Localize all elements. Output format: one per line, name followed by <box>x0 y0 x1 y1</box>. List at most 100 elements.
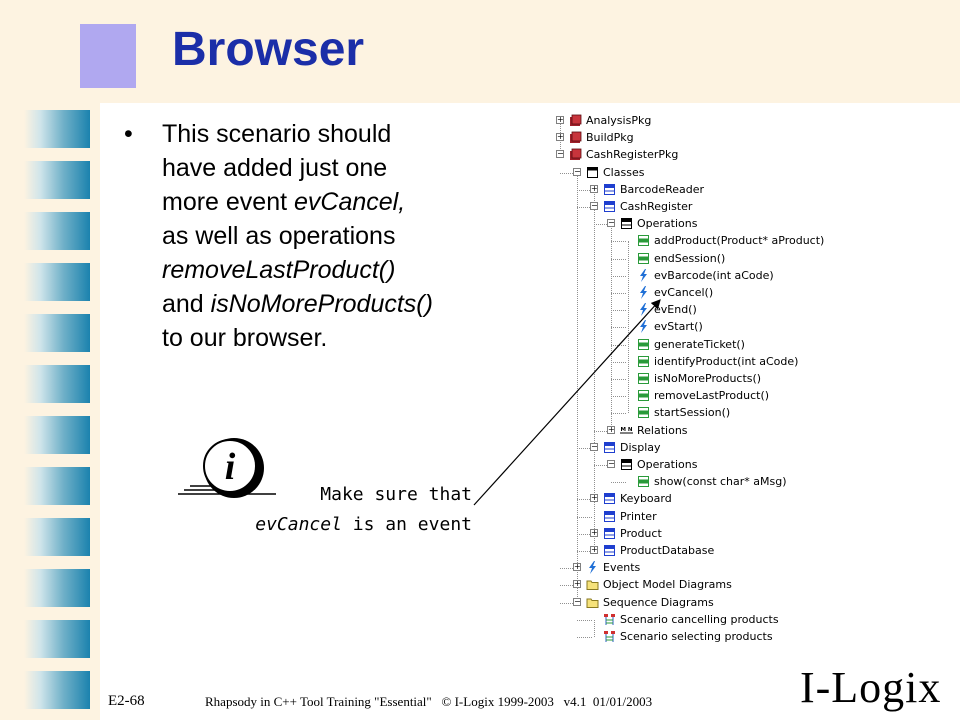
tree-row[interactable]: − CashRegister <box>550 198 860 215</box>
event-icon <box>637 267 650 284</box>
tree-item-label: evCancel() <box>654 286 714 299</box>
tree-row[interactable]: −Operations <box>550 456 860 473</box>
tree-row[interactable]: endSession() <box>550 250 860 267</box>
tree-connector <box>611 482 626 484</box>
svg-text:M N: M N <box>621 427 633 433</box>
collapse-icon[interactable]: − <box>556 149 564 159</box>
tree-row[interactable]: + AnalysisPkg <box>550 112 860 129</box>
tree-connector <box>560 568 575 570</box>
stripe-decor <box>24 620 90 658</box>
info-note: Make sure that evCancel is an event <box>222 480 472 540</box>
tree-item-label: Object Model Diagrams <box>603 578 732 592</box>
collapse-icon[interactable]: − <box>607 459 615 468</box>
info-icon: i <box>178 438 276 498</box>
tree-row[interactable]: +Events <box>550 559 860 576</box>
bullet-line: This scenario should <box>162 117 433 151</box>
tree-item-label: evEnd() <box>654 303 697 317</box>
tree-row[interactable]: show(const char* aMsg) <box>550 473 860 490</box>
tree-item-label: isNoMoreProducts() <box>654 372 762 385</box>
bullet-dot: • <box>124 120 133 148</box>
bullet-text-span: as well as operations <box>162 222 396 250</box>
tree-row[interactable]: evCancel() <box>550 284 860 301</box>
tree-item-label: identifyProduct(int aCode) <box>654 354 799 368</box>
tree-item-label: CashRegister <box>620 200 693 213</box>
bullet-text-span: This scenario should <box>162 120 392 148</box>
expand-icon[interactable]: + <box>590 527 598 537</box>
folder-icon <box>586 576 599 593</box>
bullet-emphasis: evCancel, <box>294 188 406 216</box>
tree-row[interactable]: isNoMoreProducts() <box>550 370 860 387</box>
expand-icon[interactable]: + <box>573 579 581 589</box>
tree-item-label: ProductDatabase <box>620 544 715 557</box>
expand-icon[interactable]: + <box>590 183 598 193</box>
tree-connector <box>611 361 626 363</box>
folder-icon <box>586 594 599 611</box>
operations-icon <box>620 456 633 473</box>
tree-row[interactable]: Printer <box>550 508 860 525</box>
tree-row[interactable]: −Sequence Diagrams <box>550 594 860 611</box>
tree-row[interactable]: + ProductDatabase <box>550 542 860 559</box>
tree-item-label: CashRegisterPkg <box>586 148 679 162</box>
bullet-line: and isNoMoreProducts() <box>162 287 433 321</box>
tree-row[interactable]: + Object Model Diagrams <box>550 576 860 593</box>
tree-row[interactable]: −Display <box>550 439 860 456</box>
tree-row[interactable]: −Classes <box>550 164 860 181</box>
stripe-decor <box>24 467 90 505</box>
expand-icon[interactable]: + <box>590 545 598 554</box>
tree-row[interactable]: generateTicket() <box>550 336 860 353</box>
tree-row[interactable]: − CashRegisterPkg <box>550 146 860 163</box>
browser-tree[interactable]: +AnalysisPkg+BuildPkg−CashRegisterPkg−Cl… <box>550 112 860 652</box>
tree-row[interactable]: identifyProduct(int aCode) <box>550 353 860 370</box>
stripe-decor <box>24 416 90 454</box>
tree-item-label: generateTicket() <box>654 337 745 351</box>
class-icon <box>603 198 616 215</box>
slide-number: E2-68 <box>108 693 145 709</box>
tree-row[interactable]: +Keyboard <box>550 490 860 507</box>
top-decor-band <box>160 0 960 103</box>
sequence-diagram-icon <box>603 611 616 628</box>
tree-row[interactable]: startSession() <box>550 404 860 421</box>
tree-connector <box>611 344 626 346</box>
bullet-text-span: and <box>162 290 211 318</box>
collapse-icon[interactable]: − <box>573 596 581 606</box>
tree-connector <box>611 379 626 380</box>
expand-icon[interactable]: + <box>607 424 615 434</box>
tree-row[interactable]: addProduct(Product* aProduct) <box>550 232 860 249</box>
tree-connector <box>577 207 592 208</box>
collapse-icon[interactable]: − <box>607 218 615 228</box>
expand-icon[interactable]: + <box>590 493 598 503</box>
expand-icon[interactable]: + <box>556 132 564 142</box>
tree-row[interactable]: evBarcode(int aCode) <box>550 267 860 284</box>
collapse-icon[interactable]: − <box>590 201 598 210</box>
tree-item-label: endSession() <box>654 251 726 265</box>
stripe-decor <box>24 161 90 199</box>
collapse-icon[interactable]: − <box>590 441 598 451</box>
tree-row[interactable]: evStart() <box>550 318 860 335</box>
tree-row[interactable]: +BuildPkg <box>550 129 860 146</box>
tree-connector <box>611 310 626 312</box>
bullet-text-span: more event <box>162 188 295 216</box>
tree-connector <box>594 619 595 637</box>
tree-item-label: AnalysisPkg <box>586 114 652 127</box>
expand-icon[interactable]: + <box>556 115 564 124</box>
tree-row[interactable]: +Product <box>550 525 860 542</box>
tree-row[interactable]: −Operations <box>550 215 860 232</box>
tree-item-label: Printer <box>620 509 657 523</box>
stripe-decor <box>24 671 90 709</box>
tree-row[interactable]: Scenario selecting products <box>550 628 860 645</box>
footer-text: Rhapsody in C++ Tool Training "Essential… <box>205 694 653 709</box>
tree-item-label: evStart() <box>654 320 703 334</box>
collapse-icon[interactable]: − <box>573 166 581 176</box>
tree-row[interactable]: evEnd() <box>550 301 860 318</box>
operation-icon <box>637 473 650 490</box>
tree-row[interactable]: +BarcodeReader <box>550 181 860 198</box>
expand-icon[interactable]: + <box>573 562 581 572</box>
tree-row[interactable]: removeLastProduct() <box>550 387 860 404</box>
tree-row[interactable]: Scenario cancelling products <box>550 611 860 628</box>
tree-connector <box>560 172 575 174</box>
operation-icon <box>637 353 650 370</box>
title-accent-square <box>80 24 136 88</box>
tree-item-label: Scenario selecting products <box>620 630 773 643</box>
tree-connector <box>611 396 626 398</box>
